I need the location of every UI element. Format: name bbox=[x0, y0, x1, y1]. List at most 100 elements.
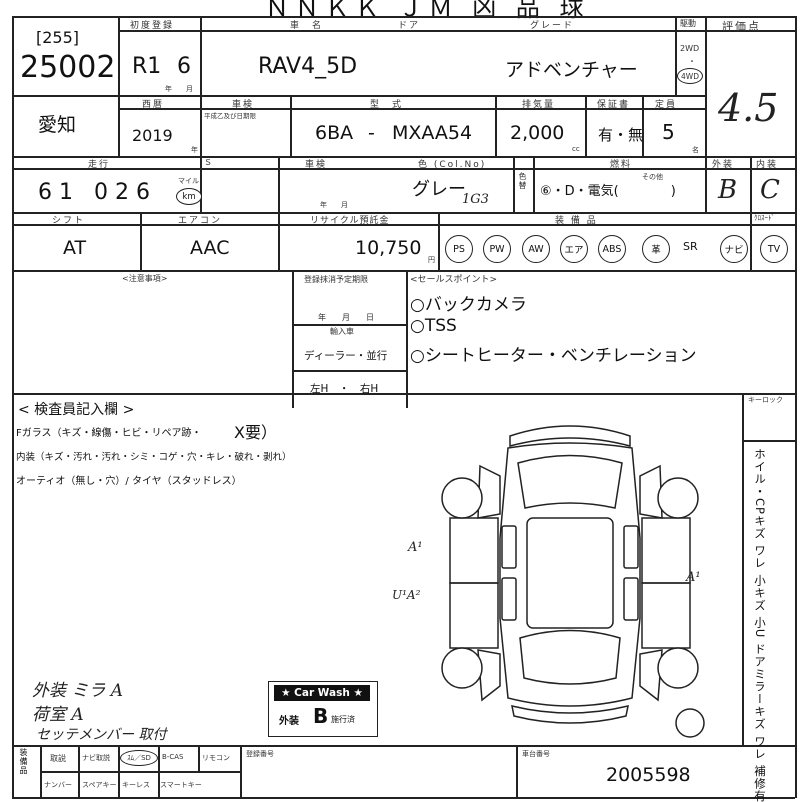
rule bbox=[158, 745, 160, 797]
inspection-note: 平成乙及び日期限 bbox=[204, 112, 256, 120]
color-label: 色 (Col.No) bbox=[418, 160, 487, 170]
wheel-rear-right bbox=[657, 647, 699, 689]
inspector-glass-end: X要） bbox=[234, 423, 277, 442]
bottom-r2-1: スペアキー bbox=[82, 781, 117, 789]
equip-navi: ナビ bbox=[720, 235, 748, 263]
recycle-value: 10,750 bbox=[355, 237, 422, 259]
bottom-r2-3: スマートキー bbox=[160, 781, 202, 789]
handwritten-note-1: 外装 ミラ A bbox=[32, 681, 124, 701]
rule bbox=[292, 324, 406, 326]
rule bbox=[12, 224, 795, 226]
notes-label: <注意事項> bbox=[122, 274, 168, 283]
rule bbox=[516, 745, 518, 797]
equip-aircon: エア bbox=[560, 235, 588, 263]
interior-value: C bbox=[760, 175, 780, 205]
type-label: 型 式 bbox=[370, 100, 404, 110]
rule bbox=[12, 212, 795, 214]
bottom-r2-0: ナンバー bbox=[44, 781, 72, 789]
drive-label: 駆動 bbox=[680, 19, 696, 28]
grade-label: グレード bbox=[530, 21, 575, 31]
bottom-r2-2: キーレス bbox=[122, 781, 150, 789]
rule bbox=[118, 108, 705, 110]
rule bbox=[118, 16, 120, 156]
equip-leather: 革 bbox=[642, 235, 670, 263]
mileage-value: 61 026 bbox=[38, 180, 157, 205]
recycle-label: リサイクル預託金 bbox=[310, 216, 390, 226]
registration-era: R1 bbox=[132, 54, 162, 79]
rule bbox=[742, 393, 744, 745]
reg-number-label: 登録番号 bbox=[246, 750, 274, 758]
type-prefix: 6BA bbox=[315, 122, 354, 144]
rule bbox=[742, 440, 795, 442]
rule bbox=[12, 745, 795, 747]
bottom-r1-0: 取説 bbox=[50, 754, 66, 763]
rule bbox=[750, 212, 752, 270]
bottom-side-label: 装備品 bbox=[19, 748, 28, 775]
rule bbox=[12, 797, 795, 799]
import-dealer: ディーラー・並行 bbox=[304, 350, 388, 362]
equip-abs: ABS bbox=[598, 235, 626, 263]
bottom-r1-3: B-CAS bbox=[162, 753, 184, 761]
area-value: 愛知 bbox=[38, 114, 77, 136]
door-label: ドア bbox=[398, 21, 421, 31]
rule bbox=[438, 212, 440, 270]
lot-code: [255] bbox=[36, 28, 80, 47]
rule bbox=[12, 156, 795, 158]
carwash-suffix: 施行済 bbox=[331, 715, 355, 724]
registration-month: 6 bbox=[177, 54, 191, 79]
rule bbox=[795, 16, 797, 798]
color-side: 色替 bbox=[518, 172, 527, 190]
year-unit: 年 bbox=[191, 146, 198, 154]
handwritten-note-2: 荷室 A bbox=[32, 705, 84, 725]
rule bbox=[533, 156, 535, 212]
handwritten-note-3: セッテメンバー 取付 bbox=[36, 727, 167, 743]
warranty-value: 有・無 bbox=[598, 126, 644, 144]
lot-number: 25002 bbox=[20, 50, 116, 85]
registration-unit: 年 月 bbox=[165, 85, 193, 93]
rule bbox=[12, 16, 795, 18]
rule bbox=[12, 270, 795, 272]
chassis-label: 車台番号 bbox=[522, 750, 550, 758]
type-sep: - bbox=[368, 122, 375, 144]
displacement-label: 排気量 bbox=[522, 100, 556, 110]
rule bbox=[118, 30, 675, 32]
inspector-glass: Fガラス（キズ・線傷・ヒビ・リペア跡・ bbox=[16, 428, 202, 439]
equipment-extra: ｸﾛｽｰﾄﾞ bbox=[754, 214, 775, 222]
shift-label: シフト bbox=[52, 216, 86, 226]
rule bbox=[406, 270, 408, 408]
mileage-flag: Ｓ bbox=[204, 158, 212, 167]
equip-sr: SR bbox=[683, 240, 698, 253]
car-outline bbox=[449, 425, 691, 724]
sales-point-1: ○バックカメラ bbox=[410, 295, 527, 315]
displacement-value: 2,000 bbox=[510, 122, 565, 144]
damage-left-ua2: U¹A² bbox=[392, 588, 421, 602]
aircon-value: AAC bbox=[190, 237, 230, 259]
interior-label: 内装 bbox=[756, 160, 779, 170]
damage-right-a1: A¹ bbox=[686, 570, 701, 585]
repaint-label: 車検 bbox=[305, 160, 328, 170]
import-steering: 左H ・ 右H bbox=[310, 383, 379, 395]
sales-point-2: ○TSS bbox=[410, 316, 457, 336]
drive-2wd: 2WD bbox=[680, 44, 700, 53]
score-label: 評価点 bbox=[722, 20, 761, 33]
mileage-unit-mile: マイル bbox=[178, 177, 199, 185]
right-strip-title: キーロック bbox=[748, 396, 783, 404]
reg-expiry-unit: 年 月 日 bbox=[318, 313, 374, 322]
score-value: 4.5 bbox=[718, 86, 779, 130]
rule bbox=[200, 156, 202, 212]
carwash-grade: B bbox=[313, 704, 329, 728]
rule bbox=[278, 212, 280, 270]
rule bbox=[140, 212, 142, 270]
rule bbox=[705, 156, 707, 212]
rule bbox=[513, 156, 515, 212]
rule bbox=[750, 156, 752, 212]
chassis-value: 2005598 bbox=[606, 764, 691, 786]
bottom-r1-2: ｽﾑ／SD bbox=[120, 750, 158, 766]
bottom-r1-1: ナビ取説 bbox=[82, 754, 110, 762]
grade-value: アドベンチャー bbox=[505, 59, 638, 81]
equipment-label: 装 備 品 bbox=[555, 216, 598, 226]
capacity-value: 5 bbox=[662, 120, 675, 144]
carwash-stamp: ★ Car Wash ★ 外装 B 施行済 bbox=[268, 681, 378, 737]
year-value: 2019 bbox=[132, 126, 173, 145]
spare-wheel bbox=[675, 708, 705, 738]
